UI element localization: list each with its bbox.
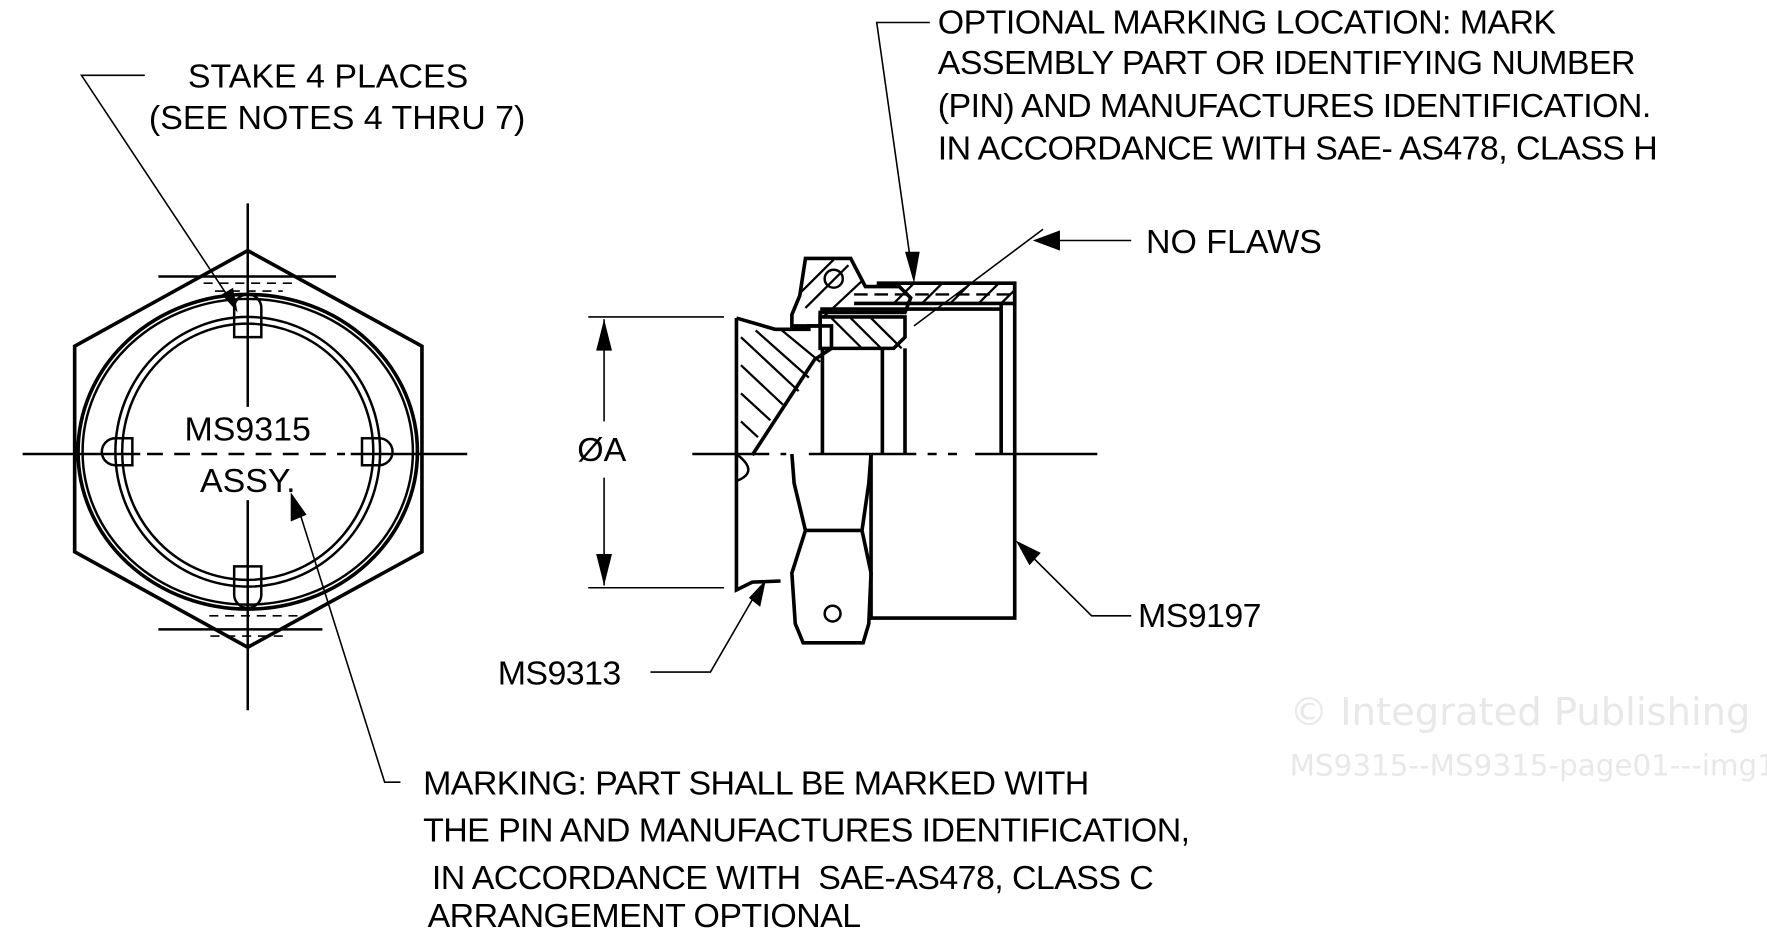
- optional-marking-leader-line: [875, 21, 930, 270]
- nut-lobe-bottom: [790, 453, 873, 645]
- ms9313-label: MS9313: [498, 654, 621, 692]
- dim-arrow-top: [596, 319, 613, 351]
- sleeve-hatching: [740, 328, 821, 438]
- stake-leader-line: [79, 74, 231, 300]
- marking-leader-line: [296, 505, 401, 783]
- watermark-line-2: MS9315--MS9315-page01---img1.png: [1290, 749, 1767, 783]
- optional-marking-line-1: OPTIONAL MARKING LOCATION: MARK: [938, 4, 1557, 42]
- stake-note-line-2: (SEE NOTES 4 THRU 7): [149, 99, 525, 137]
- ms9313-arrowhead: [748, 579, 766, 607]
- stake-bottom: [232, 565, 263, 610]
- dim-arrow-bottom: [596, 554, 613, 586]
- part-number-label: MS9315: [185, 411, 311, 449]
- flat-hidden-bottom: [209, 615, 300, 637]
- inner-block: [820, 348, 907, 455]
- marking-note-line-2: THE PIN AND MANUFACTURES IDENTIFICATION,: [423, 812, 1189, 850]
- shell-body: [820, 283, 1017, 620]
- ms9313-leader-line: [650, 589, 759, 673]
- optional-marking-line-2: ASSEMBLY PART OR IDENTIFYING NUMBER: [938, 44, 1635, 82]
- watermark-line-1: © Integrated Publishing: [1290, 690, 1751, 735]
- collar-outline: [818, 315, 907, 351]
- stake-arrowhead: [221, 287, 238, 313]
- collar-hatching: [830, 317, 903, 350]
- optional-marking-line-4: IN ACCORDANCE WITH SAE- AS478, CLASS H: [938, 130, 1657, 168]
- shell-band-hatching: [892, 282, 1016, 305]
- optional-marking-arrowhead: [904, 251, 920, 284]
- marking-note-line-4: ARRANGEMENT OPTIONAL: [428, 897, 861, 935]
- diameter-label: ØA: [577, 431, 626, 469]
- flat-hidden-top: [203, 282, 295, 292]
- section-view: ØA NO FLAWS OPTIONAL MARKING LOCATION: M…: [498, 4, 1658, 693]
- lockwire-hole-bottom: [823, 604, 842, 623]
- lockwire-hole-top: [823, 268, 845, 289]
- ms9197-label: MS9197: [1138, 597, 1261, 635]
- marking-note-line-1: MARKING: PART SHALL BE MARKED WITH: [423, 765, 1089, 803]
- stake-left: [100, 437, 134, 467]
- marking-arrowhead: [290, 492, 307, 522]
- watermark: © Integrated Publishing MS9315--MS9315-p…: [1290, 690, 1767, 782]
- no-flaws-label: NO FLAWS: [1146, 223, 1322, 261]
- ms9197-leader-line: [1023, 547, 1132, 617]
- stake-right: [360, 437, 394, 467]
- ms9197-arrowhead: [1015, 540, 1041, 566]
- no-flaws-leader-diagonal: [913, 228, 1044, 327]
- assy-label: ASSY.: [200, 462, 296, 500]
- no-flaws-arrowhead: [1032, 230, 1060, 251]
- end-view: MS9315 ASSY. STAKE 4 PLACES (SEE NOTES 4…: [22, 58, 525, 783]
- optional-marking-line-3: (PIN) AND MANUFACTURES IDENTIFICATION.: [938, 87, 1651, 125]
- stake-note-line-1: STAKE 4 PLACES: [188, 58, 468, 96]
- sleeve-curve: [735, 453, 750, 483]
- marking-note-line-3: IN ACCORDANCE WITH SAE-AS478, CLASS C: [423, 859, 1153, 897]
- marking-note: MARKING: PART SHALL BE MARKED WITH THE P…: [423, 765, 1190, 935]
